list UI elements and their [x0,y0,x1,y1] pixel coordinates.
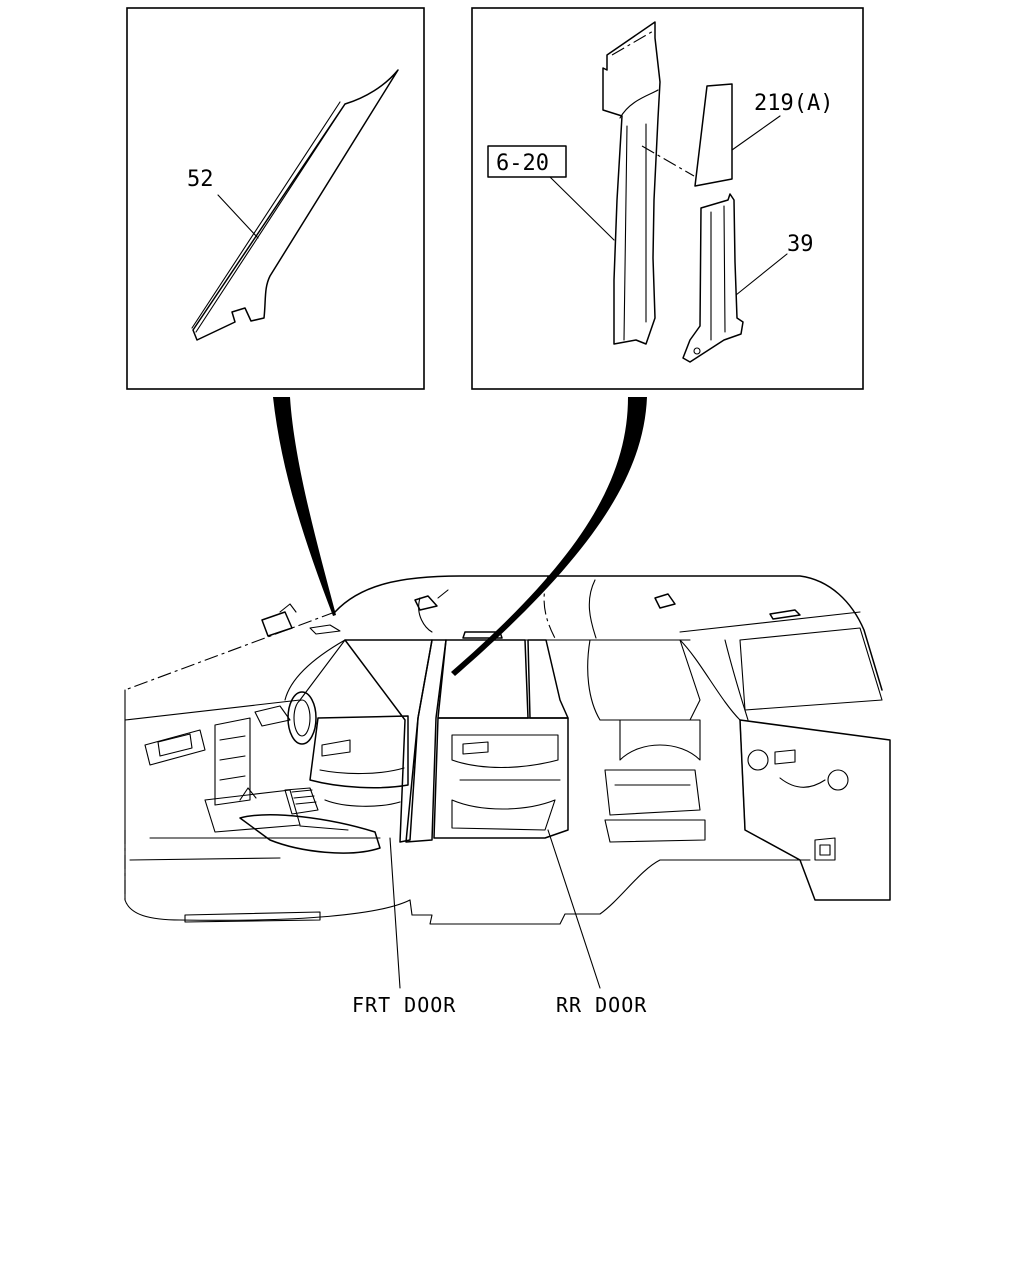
detail-frame-left-border [126,7,425,390]
leader-rr-door [547,829,601,989]
label-frt-door: FRT DOOR [352,993,456,1017]
leader-6-20 [549,176,615,241]
rear-door-trim-panel [433,717,569,839]
b-pillar-upper-trim-part [602,21,661,345]
connector-wedge-right [451,397,647,676]
b-pillar-lower-trim-part [682,193,744,363]
rear-door-window [437,639,529,719]
trim-label-219a-part [694,83,733,187]
leader-39 [735,253,788,296]
detail-frame-a-pillar: 52 [126,7,425,390]
front-door-trim-panel [309,715,409,789]
part-number-6-20: 6-20 [496,151,549,176]
label-rr-door: RR DOOR [556,993,647,1017]
detail-frame-b-pillar: 6-20 219(A) 39 [471,7,864,390]
leader-52 [217,194,259,239]
detail-frame-right-border [471,7,864,390]
leader-219a [731,115,781,151]
vehicle-interior-illustration [124,575,891,925]
b-pillar-front-trim [344,639,433,843]
steering-wheel [287,691,317,745]
part-number-219a: 219(A) [754,91,833,116]
part-number-52: 52 [187,167,214,192]
trim-label-fit-line [641,145,695,177]
part-number-box-6-20 [487,145,567,178]
connector-wedge-left [273,397,336,616]
rear-quarter-trim [739,719,891,901]
part-number-39: 39 [787,232,814,257]
a-pillar-trim-part [191,69,399,341]
leader-frt-door [389,837,401,989]
